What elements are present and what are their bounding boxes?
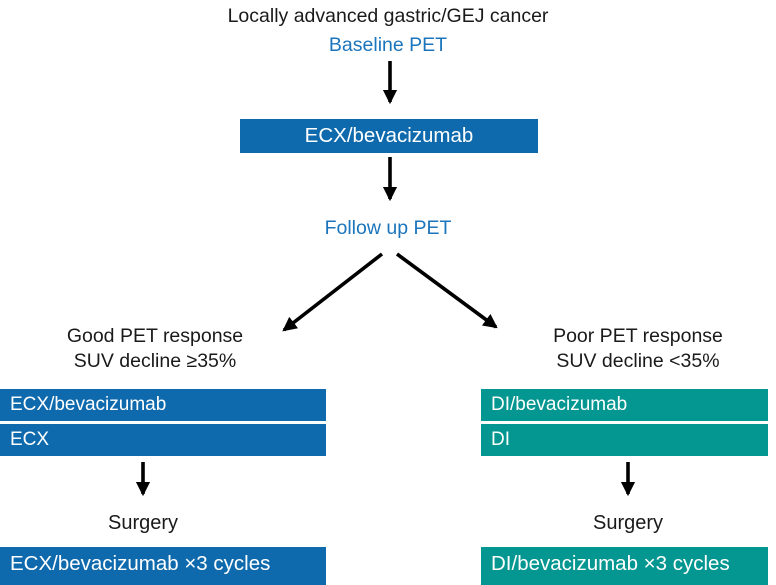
right-regimen-box-2: DI bbox=[481, 424, 768, 456]
poor-response-line1: Poor PET response bbox=[553, 325, 723, 347]
surgery-label-right: Surgery bbox=[592, 512, 664, 534]
poor-response-label: Poor PET response SUV decline <35% bbox=[503, 324, 773, 374]
left-regimen-box-1: ECX/bevacizumab bbox=[0, 389, 326, 421]
arrow-followup-to-good-response bbox=[282, 252, 384, 332]
right-postop-box: DI/bevacizumab ×3 cycles bbox=[481, 547, 768, 585]
right-regimen-box-1: DI/bevacizumab bbox=[481, 389, 768, 421]
good-response-line1: Good PET response bbox=[66, 325, 244, 347]
left-regimen-box-2: ECX bbox=[0, 424, 326, 456]
flowchart-title: Locally advanced gastric/GEJ cancer bbox=[227, 5, 549, 27]
left-postop-box: ECX/bevacizumab ×3 cycles bbox=[0, 547, 326, 585]
induction-chemo-box: ECX/bevacizumab bbox=[240, 119, 538, 153]
followup-pet-label: Follow up PET bbox=[324, 217, 452, 239]
poor-response-line2: SUV decline <35% bbox=[556, 350, 720, 372]
good-response-label: Good PET response SUV decline ≥35% bbox=[20, 324, 290, 374]
good-response-line2: SUV decline ≥35% bbox=[73, 350, 237, 372]
baseline-pet-label: Baseline PET bbox=[328, 34, 448, 56]
arrow-followup-to-poor-response bbox=[395, 252, 498, 329]
surgery-label-left: Surgery bbox=[107, 512, 179, 534]
